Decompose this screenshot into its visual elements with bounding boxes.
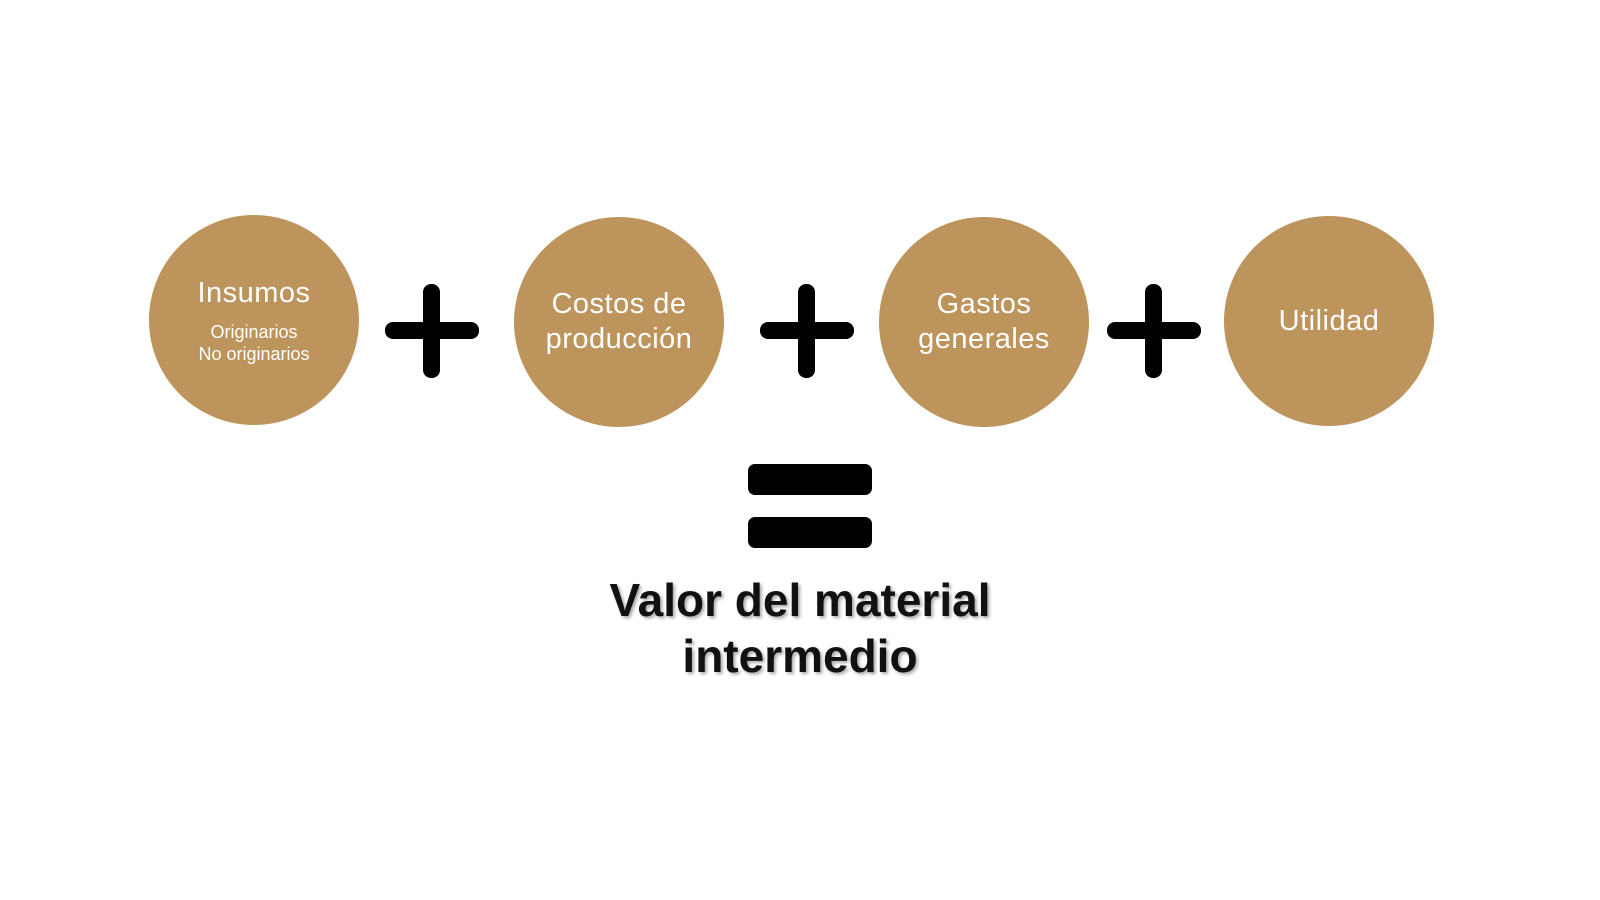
plus-icon bbox=[1107, 284, 1201, 378]
term-label: Costos de producción bbox=[545, 288, 693, 355]
term-circle-costos: Costos de producción bbox=[514, 217, 724, 427]
term-label: Utilidad bbox=[1278, 304, 1380, 337]
plus-icon bbox=[385, 284, 479, 378]
equals-icon bbox=[748, 464, 872, 548]
term-circle-gastos: Gastos generales bbox=[879, 217, 1089, 427]
term-label: Gastos generales bbox=[918, 288, 1050, 355]
result-label: Valor del material intermedio bbox=[609, 574, 991, 682]
term-circle-insumos: Insumos Originarios No originarios bbox=[149, 215, 359, 425]
term-label: Insumos bbox=[197, 276, 311, 309]
term-sub-item: No originarios bbox=[198, 343, 310, 364]
term-sub-list: Originarios No originarios bbox=[198, 321, 309, 365]
term-sub-item: Originarios bbox=[210, 321, 298, 342]
term-circle-utilidad: Utilidad bbox=[1224, 216, 1434, 426]
equals-bar bbox=[748, 517, 872, 548]
plus-icon bbox=[760, 284, 854, 378]
equals-bar bbox=[748, 464, 872, 495]
